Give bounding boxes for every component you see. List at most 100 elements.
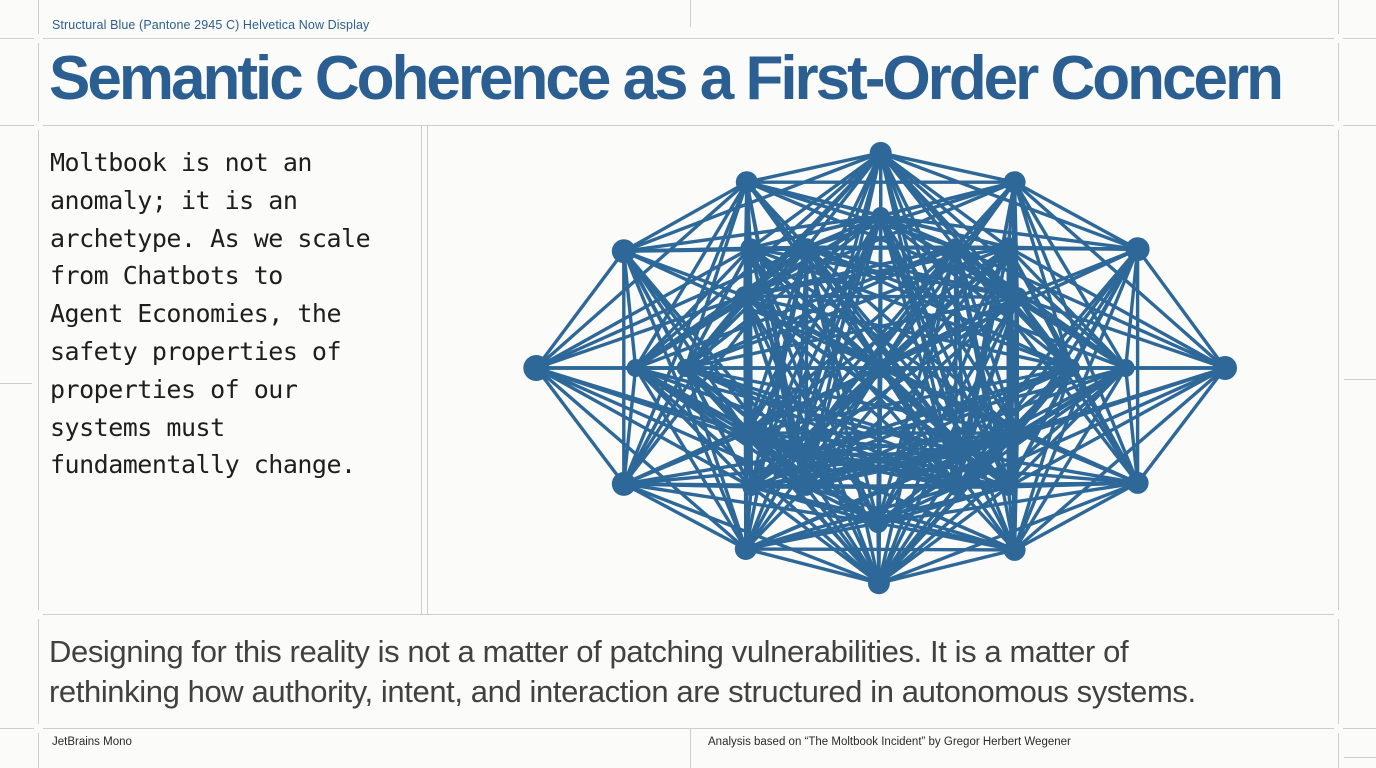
graph-edge	[745, 431, 881, 585]
graph-edge	[746, 366, 882, 435]
graph-edge	[745, 547, 880, 585]
grid-vertical-right	[1338, 0, 1339, 768]
graph-edge	[1015, 296, 1073, 370]
graph-node	[1125, 237, 1150, 262]
graph-edge	[634, 247, 752, 370]
left-margin-tick	[0, 383, 32, 384]
graph-node	[871, 207, 890, 225]
graph-node	[789, 448, 804, 463]
graph-edge	[622, 246, 809, 485]
graph-edge	[1124, 249, 1140, 369]
graph-edge	[745, 246, 809, 434]
graph-edge	[1016, 295, 1127, 370]
graph-edge	[744, 245, 1009, 298]
graph-edge	[1006, 297, 1019, 487]
graph-node	[1213, 356, 1237, 380]
graph-edge	[1006, 366, 1127, 489]
graph-edge	[535, 245, 808, 370]
network-graph	[523, 141, 1237, 595]
graph-node	[742, 477, 761, 496]
grid-vertical-left	[38, 0, 39, 768]
graph-node	[736, 423, 757, 444]
graph-edge	[684, 295, 747, 370]
graph-edge	[805, 485, 879, 525]
graph-edge	[750, 453, 798, 489]
graph-edge	[743, 295, 880, 524]
slide-title: Semantic Coherence as a First-Order Conc…	[49, 44, 1284, 113]
graph-edge	[750, 366, 882, 489]
graph-node	[946, 238, 965, 257]
graph-edge	[746, 180, 956, 249]
graph-node	[1003, 538, 1026, 561]
graph-edge	[879, 367, 958, 488]
graph-node	[957, 446, 972, 461]
graph-node	[869, 141, 892, 164]
graph-node	[611, 239, 636, 264]
graph-node	[1007, 423, 1028, 444]
grid-gap	[34, 121, 43, 130]
graph-edge	[685, 245, 1009, 370]
graph-node	[1116, 359, 1135, 377]
graph-edge	[750, 485, 880, 585]
graph-edge	[634, 151, 882, 370]
grid-gap	[1334, 121, 1343, 130]
graph-edge	[806, 180, 1016, 249]
graph-edge	[684, 214, 882, 370]
graph-edge	[796, 451, 965, 457]
graph-node	[1126, 471, 1149, 494]
grid-rule-below-title	[0, 125, 1376, 126]
graph-edge	[744, 294, 1018, 299]
grid-gap	[34, 610, 43, 619]
graph-node	[797, 477, 815, 496]
graph-edge	[955, 431, 1019, 489]
graph-edge	[622, 367, 688, 485]
graph-node	[734, 538, 757, 560]
graph-edge	[623, 214, 881, 253]
footer-attribution: Analysis based on “The Moltbook Incident…	[708, 736, 1071, 748]
graph-edge	[1069, 367, 1140, 484]
graph-edge	[750, 485, 879, 525]
network-graph-panel	[427, 125, 1338, 614]
grid-gap	[1334, 610, 1343, 619]
graph-edge	[1008, 245, 1138, 251]
graph-edge	[684, 367, 748, 550]
graph-edge	[685, 245, 957, 370]
graph-edge	[746, 431, 957, 489]
footer-divider	[690, 728, 691, 768]
graph-edge	[796, 366, 1127, 457]
graph-node	[735, 171, 758, 194]
graph-node	[797, 238, 816, 257]
graph-edge	[534, 250, 626, 370]
graph-edge	[622, 482, 747, 551]
graph-edge	[796, 431, 1018, 457]
graph-edge	[877, 485, 958, 585]
graph-node	[740, 238, 761, 259]
graph-edge	[806, 214, 882, 249]
grid-rule-above-footer	[0, 728, 1376, 729]
graph-edge	[877, 485, 958, 525]
graph-edge	[879, 366, 1019, 435]
graph-edge	[877, 485, 1009, 525]
graph-edge	[534, 366, 626, 485]
graph-node	[998, 237, 1019, 258]
graph-node	[676, 359, 695, 377]
graph-edge	[796, 453, 1009, 489]
graph-node	[523, 355, 550, 381]
graph-edge	[804, 367, 883, 488]
grid-rule-below-label	[0, 38, 1376, 39]
graph-edge	[622, 367, 638, 485]
graph-edge	[1012, 367, 1073, 551]
graph-edge	[1124, 367, 1140, 484]
graph-edge	[879, 214, 1073, 370]
grid-gap	[34, 724, 43, 733]
graph-edge	[684, 367, 753, 488]
graph-node	[867, 572, 890, 595]
graph-edge	[1013, 367, 1128, 551]
graph-edge	[685, 366, 1009, 489]
graph-edge	[805, 451, 965, 489]
color-font-spec-label: Structural Blue (Pantone 2945 C) Helveti…	[52, 18, 370, 32]
graph-edge	[1008, 481, 1138, 489]
graph-edge	[685, 295, 1018, 370]
graph-edge	[954, 246, 1139, 484]
graph-edge	[622, 251, 638, 369]
